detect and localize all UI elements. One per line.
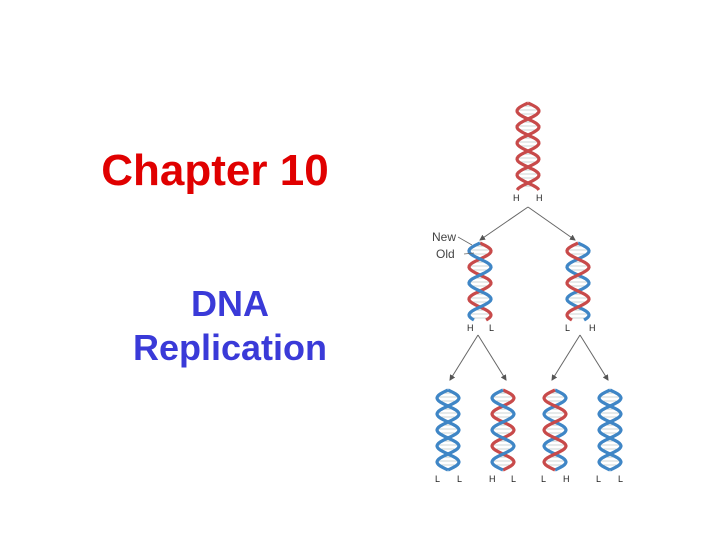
gen2-helix-2 <box>492 390 514 470</box>
legend-old: Old <box>436 247 455 261</box>
arrow-g1l-left <box>450 335 478 380</box>
parent-helix <box>517 103 539 190</box>
label-g2b-1: H <box>489 474 496 484</box>
gen1-right-helix <box>567 243 589 320</box>
label-top-2: H <box>536 193 543 203</box>
label-g1l-1: H <box>467 323 474 333</box>
label-g1r-1: L <box>565 323 570 333</box>
slide-title: Chapter 10 <box>0 143 430 199</box>
arrow-g1r-right <box>580 335 608 380</box>
label-g2a-1: L <box>435 474 440 484</box>
subtitle-line-1: DNA <box>0 282 460 326</box>
label-g2d-2: L <box>618 474 623 484</box>
arrow-g1l-right <box>478 335 506 380</box>
label-g2c-2: H <box>563 474 570 484</box>
label-g1l-2: L <box>489 323 494 333</box>
label-g2d-1: L <box>596 474 601 484</box>
slide-subtitle: DNA Replication <box>0 282 460 370</box>
arrow-top-right <box>528 207 575 240</box>
label-g2b-2: L <box>511 474 516 484</box>
gen1-left-helix <box>469 243 491 320</box>
gen2-helix-4 <box>599 390 621 470</box>
label-g1r-2: H <box>589 323 596 333</box>
dna-replication-diagram: New Old H H H L L H L L H L L H L L <box>410 95 645 490</box>
label-top-1: H <box>513 193 520 203</box>
legend-new: New <box>432 230 456 244</box>
arrow-g1r-left <box>552 335 580 380</box>
label-g2c-1: L <box>541 474 546 484</box>
label-g2a-2: L <box>457 474 462 484</box>
arrow-top-left <box>480 207 528 240</box>
gen2-helix-1 <box>437 390 459 470</box>
legend-new-pointer <box>458 237 472 245</box>
gen2-helix-3 <box>544 390 566 470</box>
subtitle-line-2: Replication <box>0 326 460 370</box>
